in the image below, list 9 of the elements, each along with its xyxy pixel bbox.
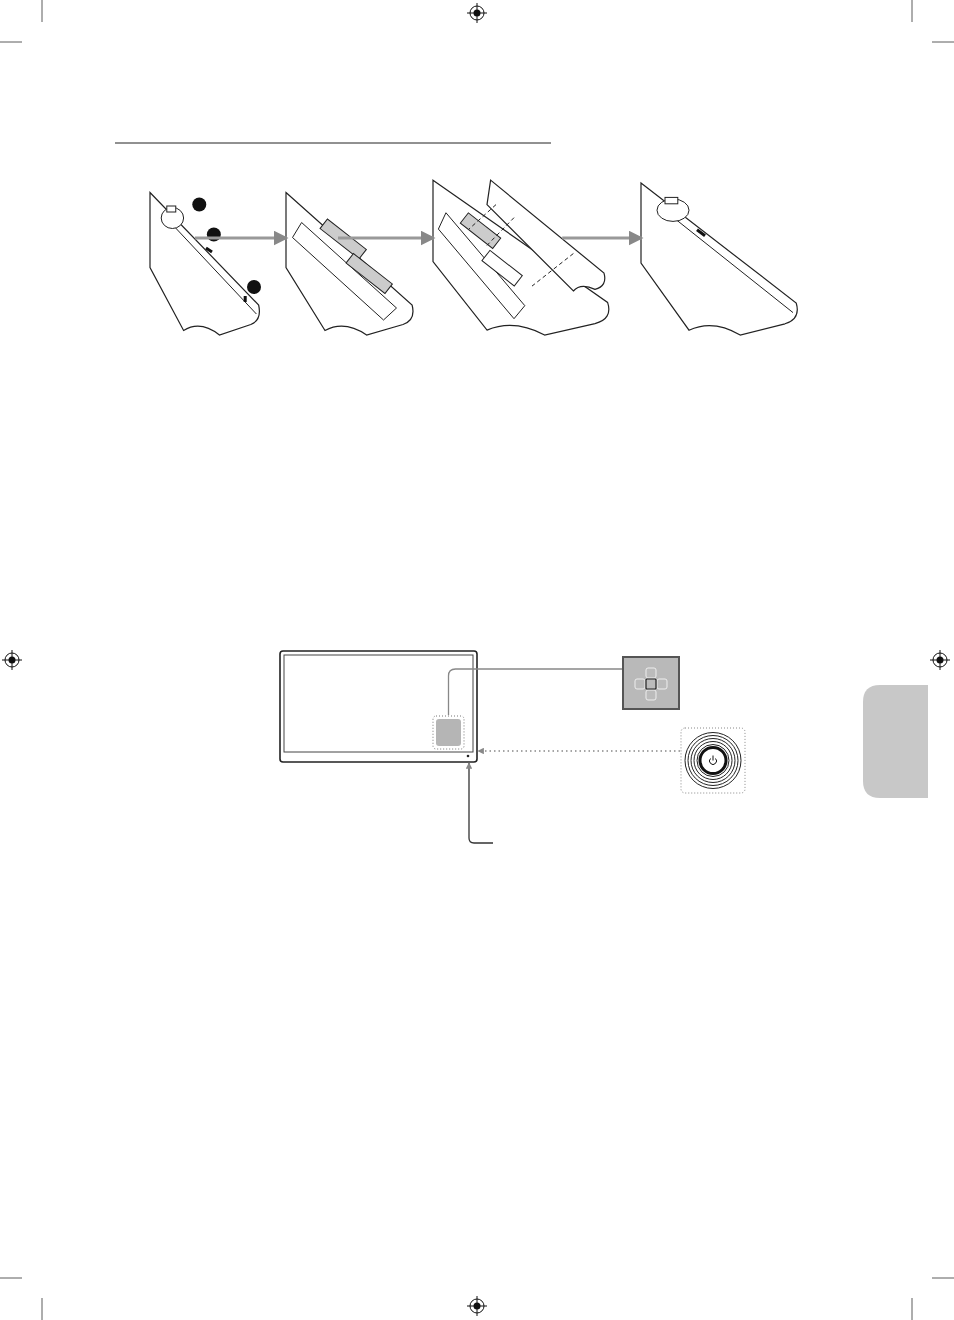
side-tab (863, 685, 928, 798)
power-dial-inset (680, 727, 746, 794)
leader-line (465, 762, 494, 844)
control-area (432, 715, 465, 750)
connector-line (447, 668, 623, 716)
connector-line (477, 747, 681, 755)
tv-drawing (279, 650, 478, 763)
control-panel-inset (622, 656, 680, 710)
step-arrow (338, 230, 436, 246)
